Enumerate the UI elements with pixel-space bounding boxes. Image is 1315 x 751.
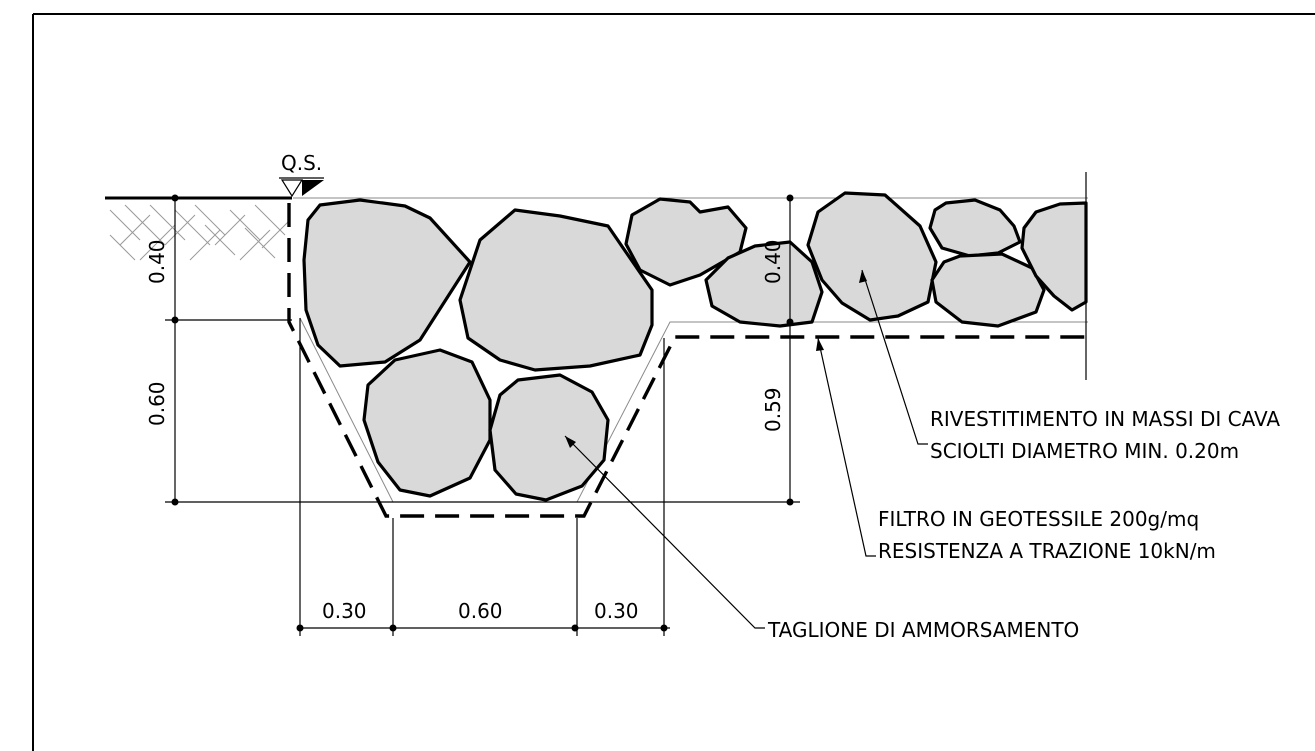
- arrowhead-icon: [816, 338, 824, 351]
- dim-right-top: 0.40: [761, 239, 785, 284]
- dimension-bottom: 0.30 0.60 0.30: [296, 318, 670, 636]
- rock: [928, 198, 1022, 258]
- rivestimento-line1: RIVESTITIMENTO IN MASSI DI CAVA: [930, 407, 1280, 431]
- qs-marker: Q.S.: [279, 151, 324, 198]
- level-triangle-icon: [280, 179, 304, 198]
- arrowhead-icon: [565, 436, 576, 448]
- rivestimento-line2: SCIOLTI DIAMETRO MIN. 0.20m: [930, 439, 1239, 463]
- rock: [704, 240, 824, 328]
- rock: [458, 208, 654, 372]
- rock: [362, 348, 492, 498]
- leader-filtro: FILTRO IN GEOTESSILE 200g/mq RESISTENZA …: [816, 337, 1216, 563]
- rock: [624, 197, 748, 287]
- level-triangle-filled-icon: [302, 180, 324, 196]
- terrain-hatch: [109, 204, 289, 261]
- arrowhead-icon: [859, 270, 867, 283]
- dim-left-top: 0.40: [145, 239, 169, 284]
- filtro-line2: RESISTENZA A TRAZIONE 10kN/m: [878, 539, 1216, 563]
- dim-right-bottom: 0.59: [761, 387, 785, 432]
- terrain: [105, 196, 292, 261]
- dimension-left: 0.40 0.60: [145, 194, 800, 506]
- rock: [488, 373, 610, 502]
- dim-bottom-center: 0.60: [458, 599, 503, 623]
- leader-taglione: TAGLIONE DI AMMORSAMENTO: [564, 435, 1079, 642]
- leader-rivestimento: RIVESTITIMENTO IN MASSI DI CAVA SCIOLTI …: [859, 269, 1280, 463]
- dimension-right: 0.40 0.59: [761, 194, 794, 506]
- rock: [302, 198, 472, 368]
- rock: [1020, 201, 1088, 312]
- geotextile-filter-line: [287, 203, 1088, 518]
- rock-riprap: [302, 191, 1088, 502]
- drawing-frame: [32, 13, 1315, 751]
- dim-bottom-right: 0.30: [594, 599, 639, 623]
- rock: [930, 252, 1046, 328]
- dim-left-bottom: 0.60: [145, 381, 169, 426]
- filtro-line1: FILTRO IN GEOTESSILE 200g/mq: [878, 507, 1199, 531]
- rock: [806, 191, 938, 322]
- taglione-label: TAGLIONE DI AMMORSAMENTO: [767, 618, 1079, 642]
- qs-label: Q.S.: [281, 151, 322, 175]
- dim-bottom-left: 0.30: [322, 599, 367, 623]
